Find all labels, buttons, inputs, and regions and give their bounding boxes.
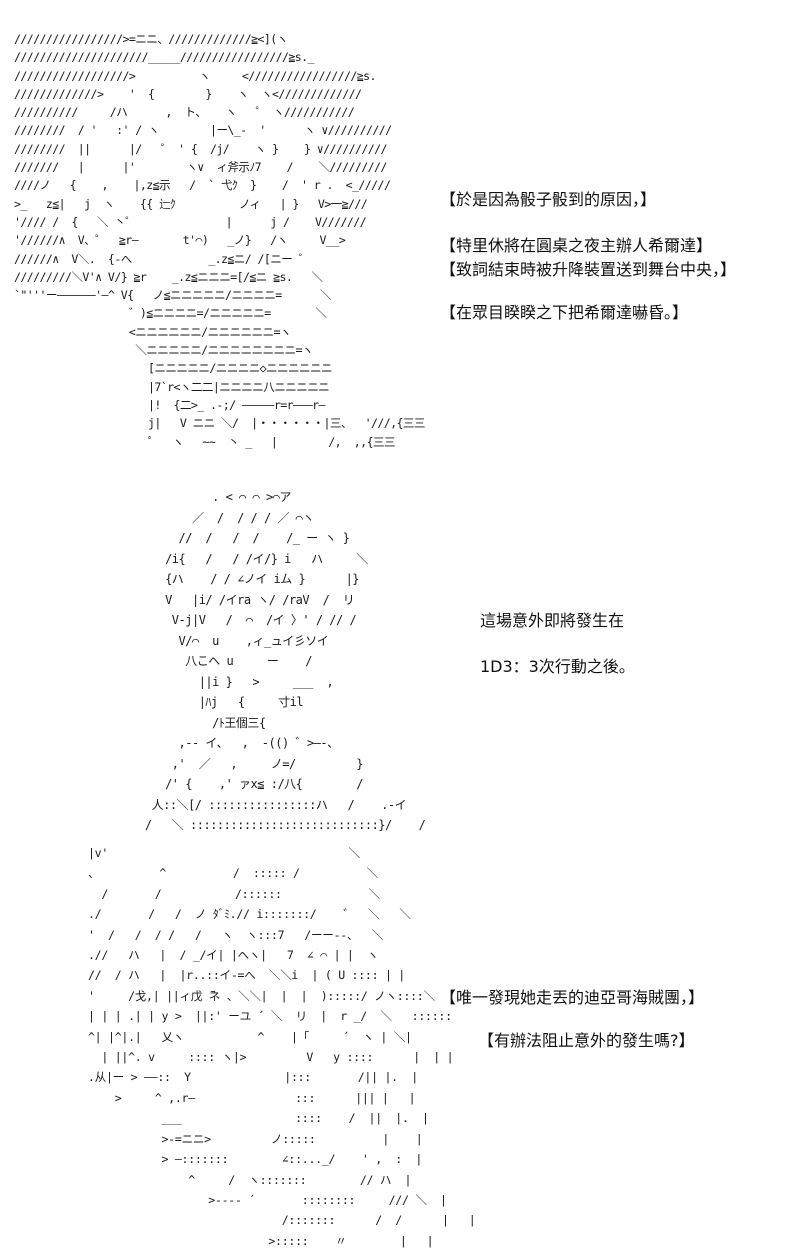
caption-line: 【在眾目睽睽之下把希爾達嚇昏。】 — [440, 303, 689, 322]
caption-line: 【致詞結束時被升降裝置送到舞台中央，】 — [440, 260, 737, 279]
caption-line: 1D3：3次行動之後。 — [480, 657, 635, 676]
ascii-art-closeup: |v' ＼ 、 ^ / ::::: / ＼ / / /:::::: ＼ ./ /… — [88, 846, 476, 1248]
caption-line: 【於是因為骰子骰到的原因，】 — [440, 190, 657, 209]
caption-line: 【唯一發現她走丟的迪亞哥海賊團，】 — [440, 988, 705, 1007]
ascii-art-character: . < ⌒ ⌒ >⌒ア ／ / / / / ／ ⌒ヽ // / / / /_ ー… — [144, 490, 426, 832]
panel-2: . < ⌒ ⌒ >⌒ア ／ / / / / ／ ⌒ヽ // / / / /_ ー… — [0, 475, 800, 832]
caption-line: 【特里休將在圓桌之夜主辦人希爾達】 — [440, 236, 713, 255]
caption-line: 【有辦法阻止意外的發生嗎?】 — [478, 1031, 695, 1050]
caption-line: 這場意外即將發生在 — [480, 611, 625, 630]
panel-3: |v' ＼ 、 ^ / ::::: / ＼ / / /:::::: ＼ ./ /… — [0, 835, 800, 1248]
ascii-art-hilda: /////////////////>=ニニ、/////////////≧<](ヽ… — [14, 32, 425, 449]
panel-1: /////////////////>=ニニ、/////////////≧<](ヽ… — [0, 0, 800, 450]
